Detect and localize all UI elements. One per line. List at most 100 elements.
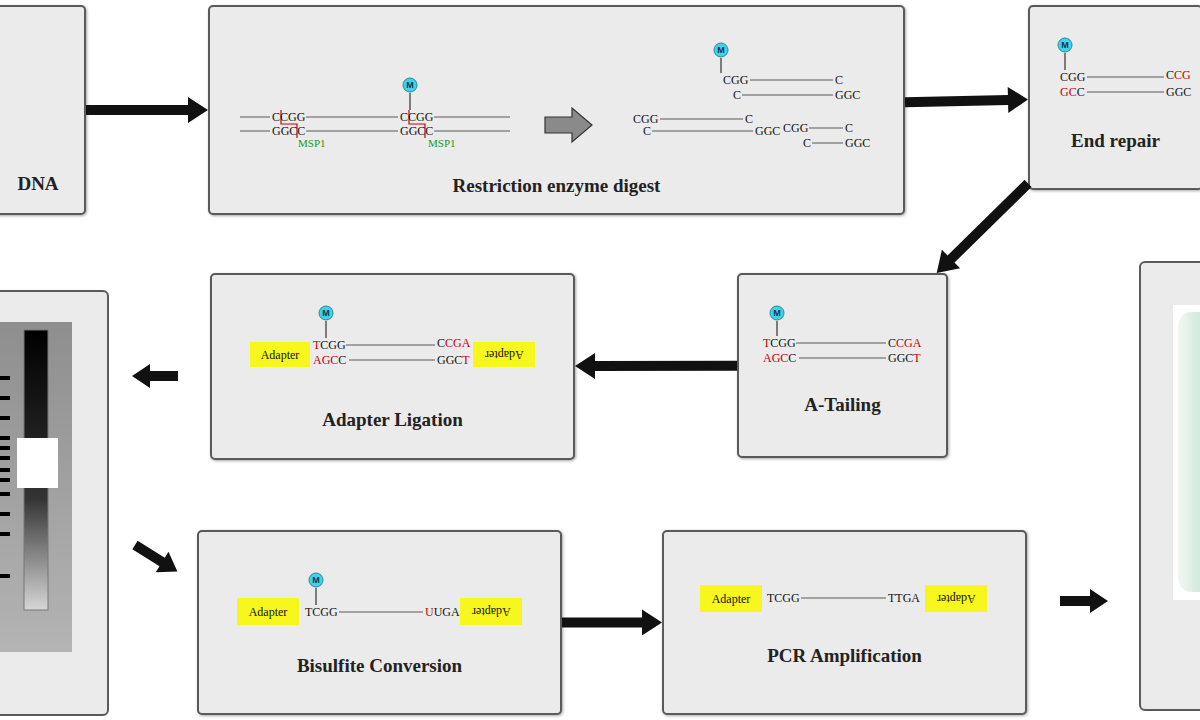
flow-arrow	[1060, 589, 1108, 613]
base-sequence: CCGG	[272, 110, 305, 124]
methyl-mark: M	[308, 572, 324, 588]
adapter-tag: Adapter	[700, 585, 762, 612]
methyl-circle-shape	[1058, 38, 1072, 52]
base-sequence: C	[437, 336, 445, 350]
methyl-circle-shape	[714, 43, 728, 57]
methyl-mark: M	[1057, 37, 1073, 53]
methyl-marker: M	[1057, 37, 1073, 53]
flow-arrow	[86, 97, 208, 123]
adapter-tag: Adapter	[473, 342, 535, 367]
base-sequence: GGC	[845, 136, 870, 150]
methyl-marker: M	[402, 77, 418, 93]
methyl-circle-shape	[403, 78, 417, 92]
process-box: PCR Amplification Adapter Adapter	[662, 530, 1027, 715]
process-box: Adapter Ligation Adapter M Adapter	[210, 273, 575, 460]
methyl-mark: M	[318, 305, 334, 321]
base-sequence: GGC	[1166, 85, 1191, 99]
sequencer-panel	[1140, 262, 1200, 710]
base-sequence: C	[788, 351, 796, 365]
flow-arrow	[937, 180, 1032, 273]
base-sequence: GGCC	[272, 124, 305, 138]
base-sequence: GGC	[437, 353, 462, 367]
step-title: Bisulfite Conversion	[199, 654, 560, 678]
flow-arrow	[132, 364, 178, 388]
adapter-tag: Adapter	[237, 598, 299, 625]
process-box: Bisulfite Conversion Adapter M Adapter	[197, 530, 562, 715]
gel-background	[0, 322, 72, 652]
process-box: A-Tailing M	[737, 273, 948, 458]
base-sequence: CGG	[783, 121, 808, 135]
flow-arrow	[905, 87, 1028, 113]
base-sequence: T	[763, 336, 770, 350]
methyl-circle-shape	[309, 573, 323, 587]
base-sequence: C	[845, 121, 853, 135]
methyl-mark: M	[713, 42, 729, 58]
adapter-text: Adapter	[485, 348, 524, 362]
adapter-text: Adapter	[472, 605, 511, 619]
flow-arrow	[562, 610, 662, 636]
methyl-marker: M	[318, 305, 334, 321]
base-sequence: T	[313, 338, 320, 352]
base-sequence: C	[733, 88, 741, 102]
base-sequence: CG	[1174, 68, 1191, 82]
step-title: End repair	[1030, 129, 1200, 153]
base-sequence: GC	[1060, 85, 1077, 99]
step-title: A-Tailing	[739, 393, 946, 417]
base-sequence: TCGG	[305, 605, 338, 619]
base-sequence: CCGG	[400, 110, 433, 124]
process-box: Restriction enzyme digest M M	[208, 5, 905, 215]
sequencer-body	[1178, 312, 1200, 592]
adapter-text: Adapter	[712, 592, 751, 606]
adapter-text: Adapter	[249, 605, 288, 619]
process-box: DNA	[0, 5, 86, 215]
base-sequence: GGC	[835, 88, 860, 102]
size-selection	[17, 438, 58, 488]
base-sequence: C	[835, 73, 843, 87]
base-sequence: TTGA	[888, 591, 920, 605]
adapter-text: Adapter	[937, 592, 976, 606]
base-sequence: C	[338, 353, 346, 367]
enzyme-label: MSP1	[298, 136, 326, 150]
methyl-circle-shape	[319, 306, 333, 320]
methyl-marker: M	[713, 42, 729, 58]
base-sequence: C	[1166, 68, 1174, 82]
base-sequence: C	[888, 336, 896, 350]
base-sequence: GGC	[888, 351, 913, 365]
flow-arrow	[129, 535, 184, 582]
step-title: PCR Amplification	[664, 644, 1025, 668]
ladder-bands	[0, 376, 10, 578]
base-sequence: C	[803, 136, 811, 150]
base-sequence: CGA	[896, 336, 921, 350]
adapter-tag: Adapter	[250, 342, 310, 367]
gel-panel	[0, 291, 108, 715]
base-sequence: GGC	[755, 124, 780, 138]
step-title: Adapter Ligation	[212, 408, 573, 432]
base-sequence: T	[913, 351, 920, 365]
base-sequence: CGG	[770, 336, 795, 350]
base-sequence: CGG	[320, 338, 345, 352]
sequencer-photo	[1173, 305, 1200, 600]
base-sequence: AGC	[763, 351, 788, 365]
base-sequence: GGCC	[400, 124, 433, 138]
base-sequence: UGA	[434, 605, 460, 619]
base-sequence: TCGG	[767, 591, 800, 605]
base-sequence: C	[1077, 85, 1085, 99]
step-title: DNA	[0, 172, 84, 196]
methyl-marker: M	[308, 572, 324, 588]
methyl-mark: M	[402, 77, 418, 93]
base-sequence: AGC	[313, 353, 338, 367]
base-sequence: CGG	[723, 73, 748, 87]
adapter-tag: Adapter	[460, 598, 522, 625]
enzyme-label: MSP1	[428, 136, 456, 150]
gel-lane	[24, 330, 48, 610]
step-title: Restriction enzyme digest	[210, 174, 903, 198]
base-sequence: CGG	[633, 112, 658, 126]
base-sequence: U	[425, 605, 434, 619]
base-sequence: CGG	[1060, 70, 1085, 84]
base-sequence: T	[462, 353, 469, 367]
adapter-tag: Adapter	[925, 585, 987, 612]
methyl-circle-shape	[770, 306, 784, 320]
methyl-mark: M	[769, 305, 785, 321]
base-sequence: C	[643, 124, 651, 138]
base-sequence: C	[745, 112, 753, 126]
